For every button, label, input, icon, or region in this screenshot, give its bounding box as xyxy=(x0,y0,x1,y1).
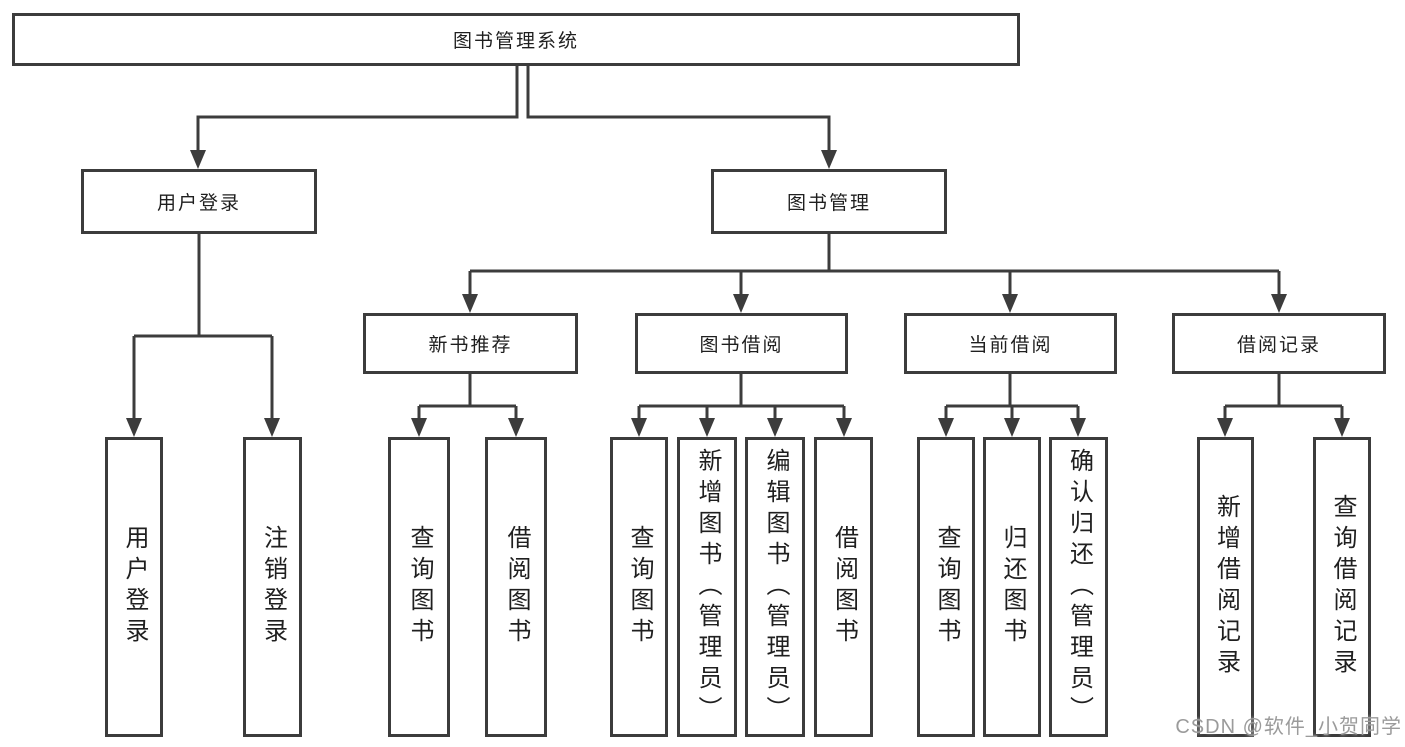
leaf-records-query-record: 查询借阅记录 xyxy=(1313,437,1371,737)
node-borrow-records-label: 借阅记录 xyxy=(1236,335,1321,356)
node-new-book-rec: 新书推荐 xyxy=(363,313,578,374)
leaf-borrow-add-books-admin: 新增图书（管理员） xyxy=(677,437,737,737)
node-user-login-label: 用户登录 xyxy=(156,193,241,214)
node-root: 图书管理系统 xyxy=(12,13,1020,66)
leaf-current-confirm-return-admin: 确认归还（管理员） xyxy=(1049,437,1108,737)
node-book-mgmt: 图书管理 xyxy=(711,169,947,234)
leaf-user-login-label: 用户登录 xyxy=(121,525,148,649)
leaf-borrow-borrow-books: 借阅图书 xyxy=(814,437,873,737)
csdn-watermark: CSDN @软件_小贺同学 xyxy=(1175,716,1402,738)
connector-user-login xyxy=(132,232,274,419)
leaf-borrow-edit-books-admin-label: 编辑图书（管理员） xyxy=(762,447,789,727)
leaf-current-query-books-label: 查询图书 xyxy=(933,525,960,649)
connector-new-book-rec xyxy=(417,372,518,419)
leaf-records-add-record: 新增借阅记录 xyxy=(1197,437,1254,737)
leaf-current-query-books: 查询图书 xyxy=(917,437,975,737)
leaf-newrec-borrow-books: 借阅图书 xyxy=(485,437,547,737)
node-book-borrow-label: 图书借阅 xyxy=(699,335,784,356)
leaf-borrow-borrow-books-label: 借阅图书 xyxy=(830,525,858,649)
leaf-borrow-edit-books-admin: 编辑图书（管理员） xyxy=(745,437,805,737)
arrowheads-new-book-rec xyxy=(411,418,524,437)
leaf-borrow-query-books: 查询图书 xyxy=(610,437,668,737)
arrowheads-level2 xyxy=(190,150,837,169)
leaf-records-add-record-label: 新增借阅记录 xyxy=(1212,494,1240,680)
leaf-current-return-books: 归还图书 xyxy=(983,437,1041,737)
arrowheads-user-login xyxy=(126,418,280,437)
leaf-current-confirm-return-admin-label: 确认归还（管理员） xyxy=(1065,447,1093,727)
arrowheads-borrow-records xyxy=(1217,418,1350,437)
arrowheads-book-borrow xyxy=(631,418,852,437)
leaf-newrec-query-books: 查询图书 xyxy=(388,437,450,737)
connector-root-to-level2 xyxy=(196,64,831,151)
leaf-logout-label: 注销登录 xyxy=(259,525,287,649)
leaf-borrow-add-books-admin-label: 新增图书（管理员） xyxy=(694,447,721,727)
leaf-newrec-query-books-label: 查询图书 xyxy=(406,525,433,649)
node-book-borrow: 图书借阅 xyxy=(635,313,848,374)
node-user-login: 用户登录 xyxy=(81,169,317,234)
leaf-newrec-borrow-books-label: 借阅图书 xyxy=(503,525,530,649)
leaf-records-query-record-label: 查询借阅记录 xyxy=(1329,494,1356,680)
connector-book-mgmt xyxy=(468,232,1281,295)
node-current-borrow-label: 当前借阅 xyxy=(968,335,1053,356)
connector-book-borrow xyxy=(637,372,846,419)
node-root-label: 图书管理系统 xyxy=(452,31,579,52)
leaf-logout: 注销登录 xyxy=(243,437,302,737)
leaf-current-return-books-label: 归还图书 xyxy=(999,525,1026,649)
leaf-borrow-query-books-label: 查询图书 xyxy=(626,525,653,649)
leaf-user-login: 用户登录 xyxy=(105,437,163,737)
node-new-book-rec-label: 新书推荐 xyxy=(428,335,513,356)
arrowheads-level3 xyxy=(462,294,1287,313)
connector-current-borrow xyxy=(944,372,1080,419)
connector-borrow-records xyxy=(1223,372,1344,419)
node-borrow-records: 借阅记录 xyxy=(1172,313,1386,374)
arrowheads-current-borrow xyxy=(938,418,1086,437)
node-book-mgmt-label: 图书管理 xyxy=(786,193,871,214)
node-current-borrow: 当前借阅 xyxy=(904,313,1117,374)
